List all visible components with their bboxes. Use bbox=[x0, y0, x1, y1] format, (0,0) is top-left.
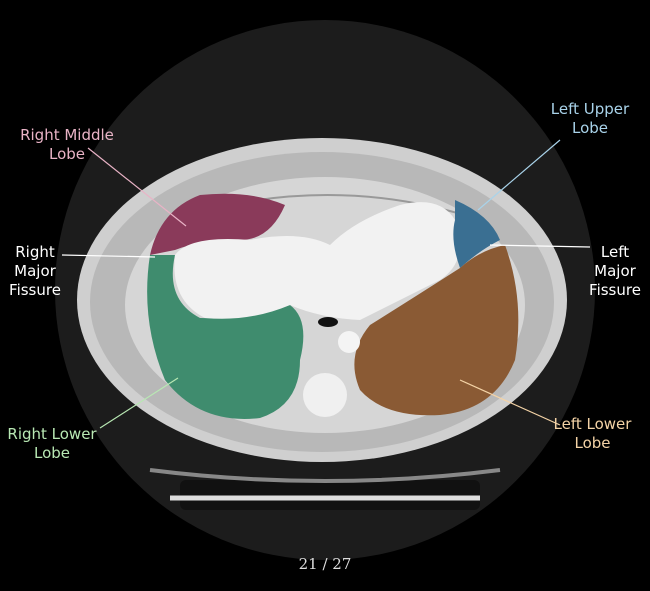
heart bbox=[174, 202, 460, 320]
slide-counter: 21 / 27 bbox=[298, 555, 352, 573]
vertebra bbox=[303, 373, 347, 417]
right-lower-lobe bbox=[147, 255, 304, 419]
left-upper-lobe bbox=[453, 200, 500, 268]
left-lower-lobe bbox=[354, 245, 519, 416]
right-middle-lobe bbox=[150, 193, 285, 255]
